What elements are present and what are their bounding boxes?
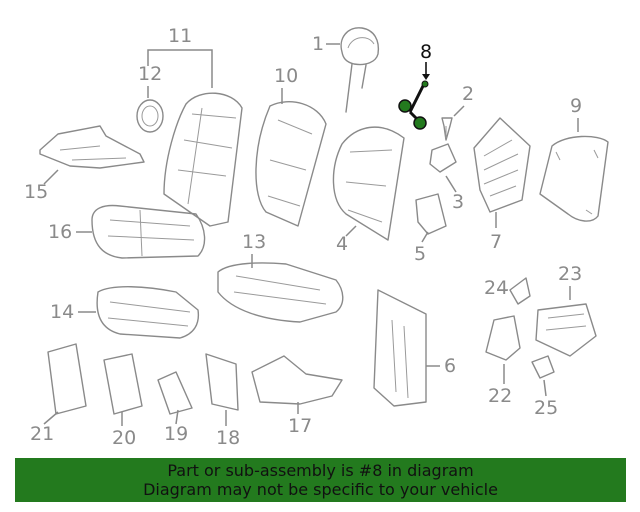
part-20-panel[interactable] (103, 353, 143, 415)
label-7: 7 (490, 231, 502, 253)
label-22: 22 (488, 385, 512, 407)
leader-25 (543, 379, 547, 397)
label-19: 19 (164, 423, 188, 445)
label-14: 14 (50, 301, 74, 323)
part-3-bracket[interactable] (429, 143, 457, 173)
label-18: 18 (216, 427, 240, 449)
parts-diagram: 1 8 2 9 7 11 12 (24, 25, 609, 449)
part-14-seat-pad[interactable] (96, 286, 200, 339)
leader-5 (421, 231, 429, 243)
label-9: 9 (570, 95, 582, 117)
part-24-clip[interactable] (509, 277, 531, 305)
label-4: 4 (336, 233, 348, 255)
banner-line-1: Part or sub-assembly is #8 in diagram (167, 461, 474, 480)
part-21-panel[interactable] (47, 343, 87, 415)
part-13-cushion-frame[interactable] (217, 262, 344, 323)
label-3: 3 (452, 191, 464, 213)
part-8-highlighted[interactable] (398, 80, 429, 130)
part-10-back-pad[interactable] (255, 101, 327, 227)
part-22-switch-cover[interactable] (485, 315, 521, 361)
label-25: 25 (534, 397, 558, 419)
leader-2 (453, 105, 465, 117)
leader-4 (345, 225, 357, 237)
leader-11 (147, 49, 213, 88)
info-banner: Part or sub-assembly is #8 in diagram Di… (15, 458, 626, 502)
label-16: 16 (48, 221, 72, 243)
label-13: 13 (242, 231, 266, 253)
label-17: 17 (288, 415, 312, 437)
banner-line-2: Diagram may not be specific to your vehi… (143, 480, 498, 499)
label-8: 8 (420, 41, 432, 63)
part-11-seat-back[interactable] (163, 92, 243, 227)
label-20: 20 (112, 427, 136, 449)
part-2-guide[interactable] (441, 117, 453, 141)
label-21: 21 (30, 423, 54, 445)
label-10: 10 (274, 65, 298, 87)
part-19-trim[interactable] (157, 371, 193, 415)
leader-3 (445, 175, 457, 193)
label-1: 1 (312, 33, 324, 55)
part-7-frame[interactable] (473, 117, 531, 213)
part-5-bracket[interactable] (415, 193, 447, 235)
label-5: 5 (414, 243, 426, 265)
label-15: 15 (24, 181, 48, 203)
part-6-back-sheet[interactable] (373, 289, 427, 407)
part-12-badge[interactable] (136, 99, 164, 133)
label-6: 6 (444, 355, 456, 377)
part-18-bracket[interactable] (205, 353, 239, 411)
label-2: 2 (462, 83, 474, 105)
label-12: 12 (138, 63, 162, 85)
label-24: 24 (484, 277, 508, 299)
part-23-control-module[interactable] (535, 303, 597, 357)
part-17-mechanism[interactable] (251, 355, 343, 405)
leader-19 (175, 409, 179, 425)
leader-21 (43, 411, 59, 425)
part-1-headrest[interactable] (340, 27, 380, 113)
part-16-seat-cushion[interactable] (91, 204, 206, 259)
label-11: 11 (168, 25, 192, 47)
part-9-back-panel[interactable] (539, 135, 609, 222)
part-4-back-frame[interactable] (332, 126, 405, 241)
label-23: 23 (558, 263, 582, 285)
leader-15 (43, 169, 59, 185)
part-25-holder[interactable] (531, 355, 555, 379)
part-15-heater-mat[interactable] (39, 125, 145, 169)
arrow-8 (422, 74, 430, 80)
